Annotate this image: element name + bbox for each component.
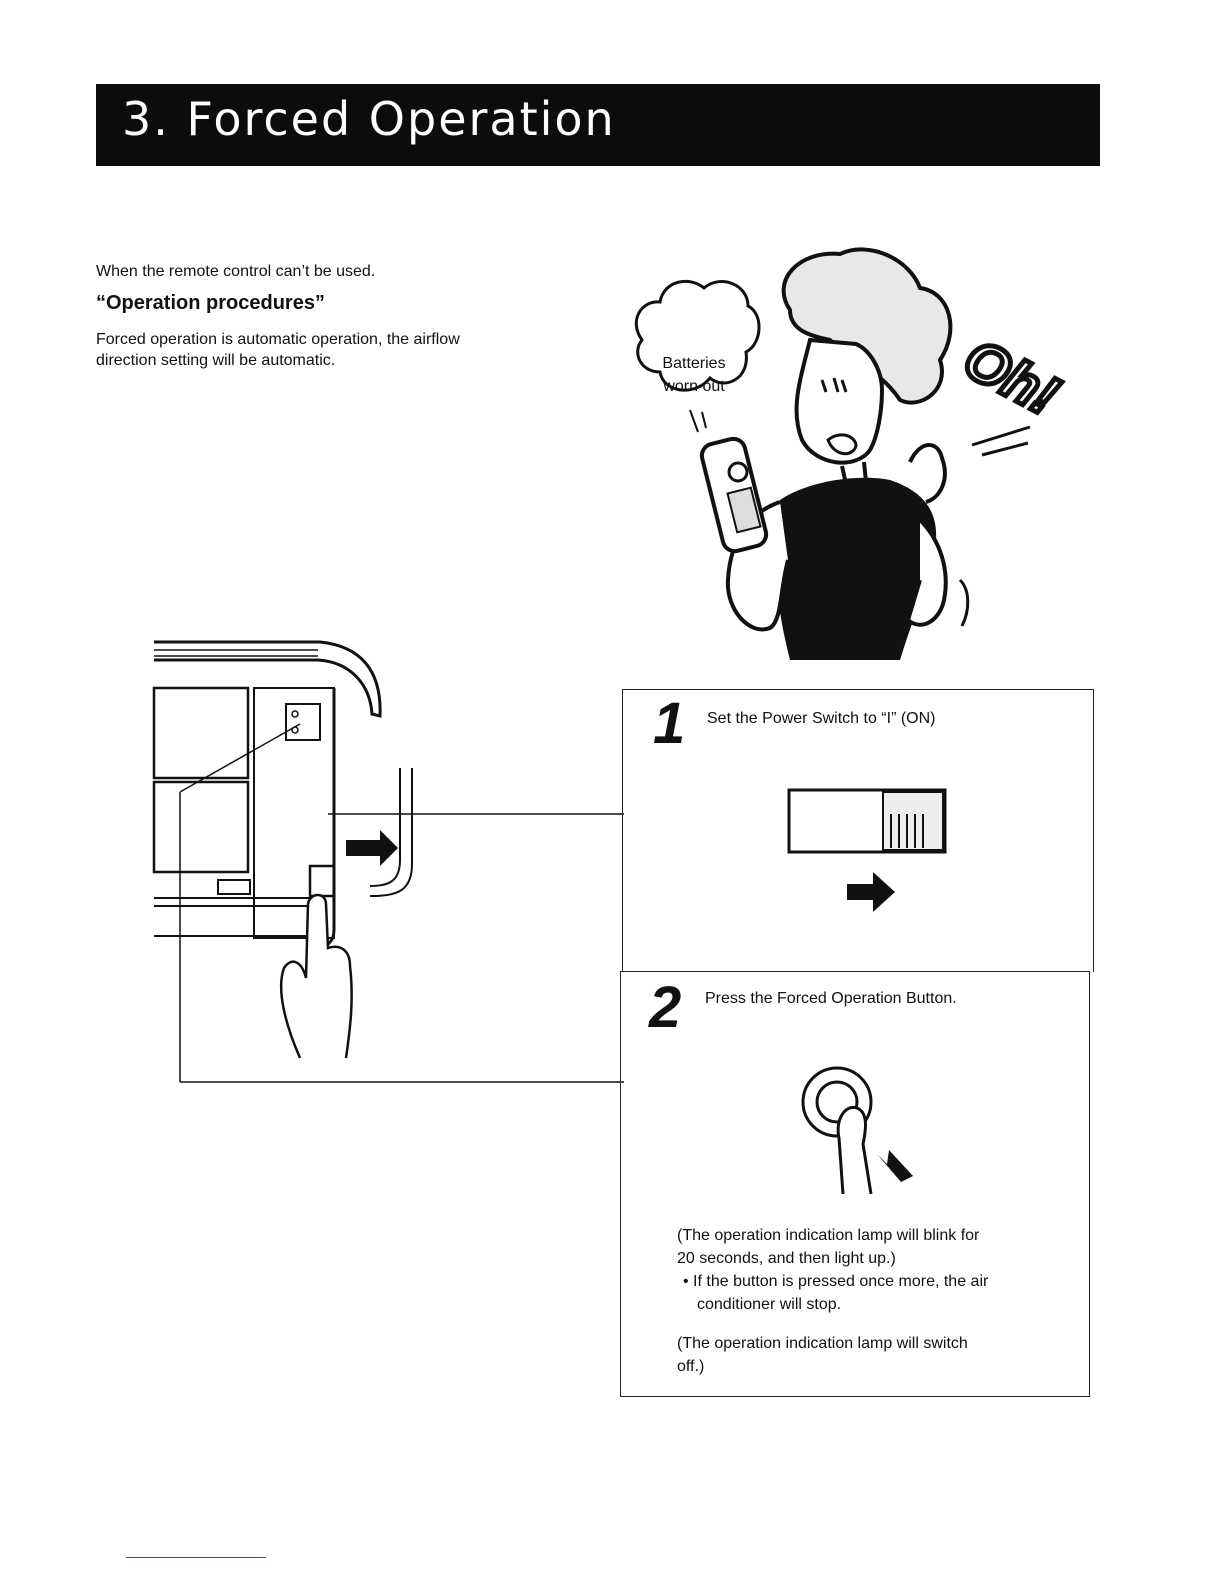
forced-operation-button-icon [797, 1064, 917, 1194]
step-number: 2 [649, 974, 681, 1041]
exclamation-text: Oh! [954, 326, 1069, 427]
lamp-off-note: (The operation indication lamp will swit… [677, 1332, 968, 1378]
intro-text: When the remote control can’t be used. [96, 263, 375, 281]
cartoon-woman-illustration: Oh! [620, 240, 1080, 680]
note-line: (The operation indication lamp will swit… [677, 1332, 968, 1355]
step-1-panel: 1 Set the Power Switch to “I” (ON) [622, 689, 1094, 972]
note-line: 20 seconds, and then light up.) [677, 1247, 988, 1270]
step-number: 1 [653, 690, 685, 757]
note-line: conditioner will stop. [677, 1293, 988, 1316]
step-instruction: Press the Forced Operation Button. [705, 990, 957, 1008]
procedures-line: Forced operation is automatic operation,… [96, 329, 536, 350]
note-line: off.) [677, 1355, 968, 1378]
note-line: • If the button is pressed once more, th… [677, 1270, 988, 1293]
bubble-line: worn out [648, 375, 740, 398]
procedures-heading: “Operation procedures” [96, 292, 325, 315]
note-line: (The operation indication lamp will blin… [677, 1224, 988, 1247]
section-title-bar: 3. Forced Operation [96, 84, 1100, 166]
bubble-line: Batteries [648, 352, 740, 375]
thought-bubble-text: Batteries worn out [648, 352, 740, 398]
section-title: 3. Forced Operation [122, 92, 616, 146]
step-instruction: Set the Power Switch to “I” (ON) [707, 710, 936, 728]
procedures-description: Forced operation is automatic operation,… [96, 329, 536, 371]
footer-rule [126, 1557, 266, 1558]
air-conditioner-diagram [150, 630, 630, 1090]
power-switch-icon [787, 786, 957, 926]
step-2-panel: 2 Press the Forced Operation Button. (Th… [620, 971, 1090, 1397]
lamp-blink-note: (The operation indication lamp will blin… [677, 1224, 988, 1316]
procedures-line: direction setting will be automatic. [96, 350, 536, 371]
